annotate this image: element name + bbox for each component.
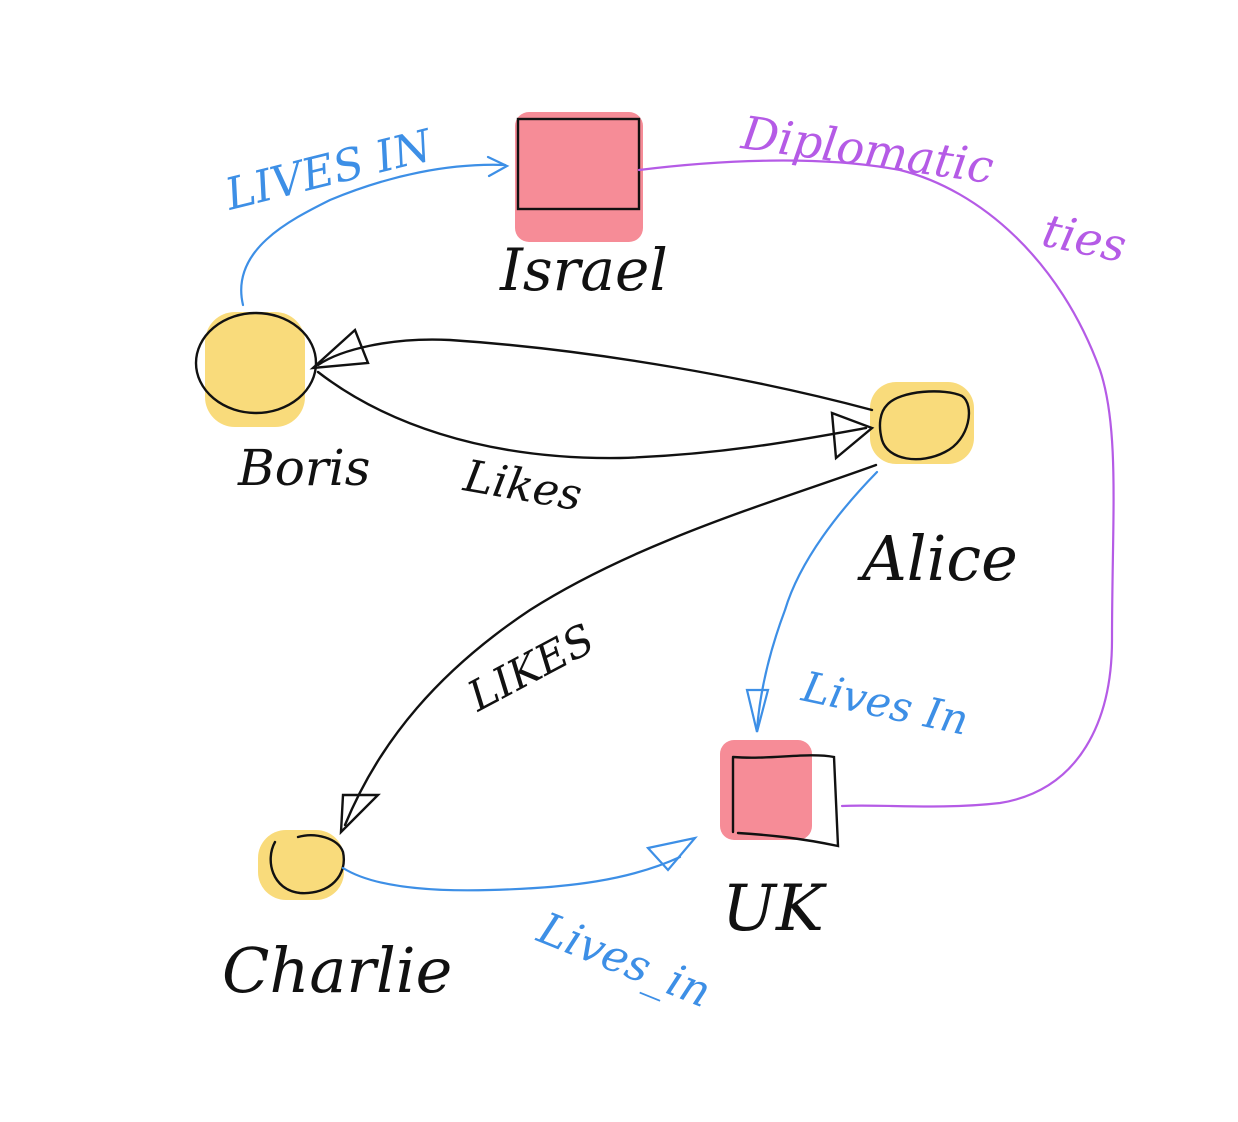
edge-charlie-lives-in-uk [341, 836, 698, 892]
charlie-label: Charlie [222, 934, 452, 1007]
edge-boris-alice-arrowhead [830, 411, 875, 461]
boris-circle [194, 311, 318, 415]
edge-charlie-uk-arrowhead [645, 836, 698, 872]
israel-highlight [515, 112, 643, 242]
boris-node [194, 311, 318, 427]
edge-boris-likes-alice [316, 370, 875, 461]
edge-label-diplomatic-line1: Diplomatic [737, 105, 996, 194]
edge-alice-charlie-arrowhead [339, 793, 381, 836]
edge-label-charlie-lives-in: Lives_in [530, 903, 718, 1019]
charlie-node [258, 830, 346, 900]
edge-label-alice-lives-in: Lives In [797, 662, 973, 745]
uk-node [720, 740, 840, 848]
charlie-circle [269, 834, 346, 895]
edge-alice-uk-arrowhead [745, 688, 770, 733]
edge-boris-lives-in-israel [240, 155, 510, 307]
edge-label-diplomatic-line2: ties [1038, 203, 1131, 273]
edge-label-alice-likes-boris: Likes [459, 450, 586, 521]
israel-node [515, 112, 643, 242]
edge-alice-boris-line [316, 338, 874, 412]
alice-label: Alice [857, 522, 1018, 595]
edge-alice-charlie-line [343, 463, 878, 827]
edge-diplomatic-ties [637, 159, 1115, 808]
edge-boris-alice-line [316, 370, 868, 460]
edge-alice-likes-boris [309, 327, 874, 412]
edge-label-boris-lives-in: LIVES IN [219, 120, 438, 221]
edge-alice-likes-charlie [339, 463, 878, 836]
edge-israel-uk-line [637, 159, 1115, 808]
edge-label-alice-likes-charlie: LIKES [459, 614, 602, 721]
alice-node [870, 382, 974, 464]
alice-highlight [870, 382, 974, 464]
edge-boris-israel-arrowhead [486, 155, 510, 178]
edge-alice-lives-in-uk [745, 470, 879, 733]
uk-highlight [720, 740, 812, 840]
boris-label: Boris [237, 439, 370, 497]
edge-boris-israel-line [240, 163, 507, 307]
uk-label: UK [722, 872, 827, 946]
boris-highlight [205, 312, 305, 427]
alice-oval [878, 390, 971, 461]
edge-charlie-uk-line [341, 855, 682, 892]
uk-box [731, 754, 840, 848]
israel-label: Israel [499, 236, 668, 304]
edge-alice-boris-arrowhead [309, 327, 370, 370]
israel-box [516, 117, 641, 211]
